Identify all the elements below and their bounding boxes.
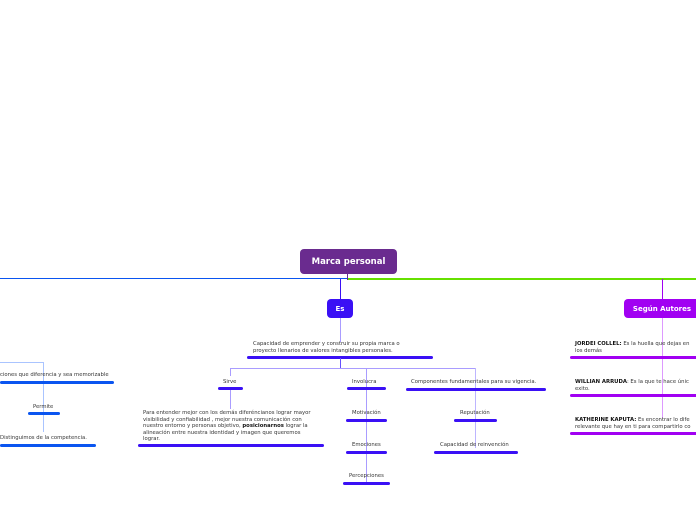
topic-bar [570,394,696,397]
line: nuestro entorno y personas objetivo, [143,423,243,429]
connector [0,362,44,363]
es-definition: Capacidad de emprender y construir su pr… [253,341,400,354]
topic-bar [570,356,696,359]
topic-bar [406,388,546,391]
connector [347,272,348,280]
involucra-label[interactable]: Involucra [352,379,377,385]
topic-bar [0,381,114,384]
connector [340,279,341,300]
line: : Es la que te hace únic [626,379,689,385]
line: alineación entre nuestra identidad y ima… [143,429,301,436]
motivacion[interactable]: Motivación [352,410,381,416]
es-node[interactable]: Es [327,299,353,318]
line: los demás [575,347,602,354]
topic-bar [28,412,60,415]
line: Es la huella que dejas en [621,341,690,347]
connector [475,368,476,448]
topic-bar [247,356,433,359]
line: proyecto llenarios de valores intangible… [253,347,393,354]
connector [340,358,341,369]
line: lograr. [143,436,160,442]
left-bottom-text: Distinguimos de la competencia. [0,435,87,441]
root-node[interactable]: Marca personal [300,249,397,274]
sirve-label[interactable]: Sirve [223,379,237,385]
right-branch-line [348,278,696,280]
author-name: JORDEI COLLEL: [575,341,622,347]
emociones[interactable]: Emociones [352,442,381,448]
line: Capacidad de emprender y construir su pr… [253,341,400,347]
topic-bar [346,419,387,422]
author-name: WILLIAN ARRUDA [575,379,627,385]
author-name: KATHERINE KAPUTA: [575,417,637,423]
topic-bar [343,482,390,485]
topic-bar [138,444,324,447]
line: visibilidad y confiabilidad , mejor nues… [143,416,302,423]
componentes-label[interactable]: Componentes fundamentales para su vigenc… [411,379,537,385]
connector [230,368,231,376]
sirve-text: Para entender mejor con los demás diferé… [143,410,311,443]
topic-bar [0,444,96,447]
line: Es encontrar lo dife [636,417,690,423]
line: exito. [575,385,590,392]
author-1: JORDEI COLLEL: Es la huella que dejas en… [575,341,689,354]
connector [43,362,44,432]
permite-text[interactable]: Permite [33,404,54,410]
author-2: WILLIAN ARRUDA: Es la que te hace únic ex… [575,379,689,392]
topic-bar [434,451,518,454]
left-branch-line [0,278,348,279]
connector [230,389,231,409]
left-top-text: ciones que diferencia y sea memorizable [0,372,109,378]
connector [366,368,367,484]
reputacion[interactable]: Reputación [460,410,490,416]
reinvencion[interactable]: Capacidad de reinvención [440,442,509,448]
line: relevante que hay en ti para compartirlo… [575,423,691,430]
topic-bar [218,387,243,390]
line: lograr la [283,423,308,429]
connector [662,318,663,418]
connector [230,368,476,369]
connector [662,279,663,300]
percepciones[interactable]: Percepciones [349,473,384,479]
connector [340,318,341,342]
topic-bar [454,419,497,422]
topic-bar [347,387,386,390]
bold-word: posicionarnos [242,423,284,429]
topic-bar [570,432,696,435]
topic-bar [346,451,387,454]
autores-node[interactable]: Según Autores [624,299,696,318]
line: Para entender mejor con los demás diferé… [143,410,311,416]
